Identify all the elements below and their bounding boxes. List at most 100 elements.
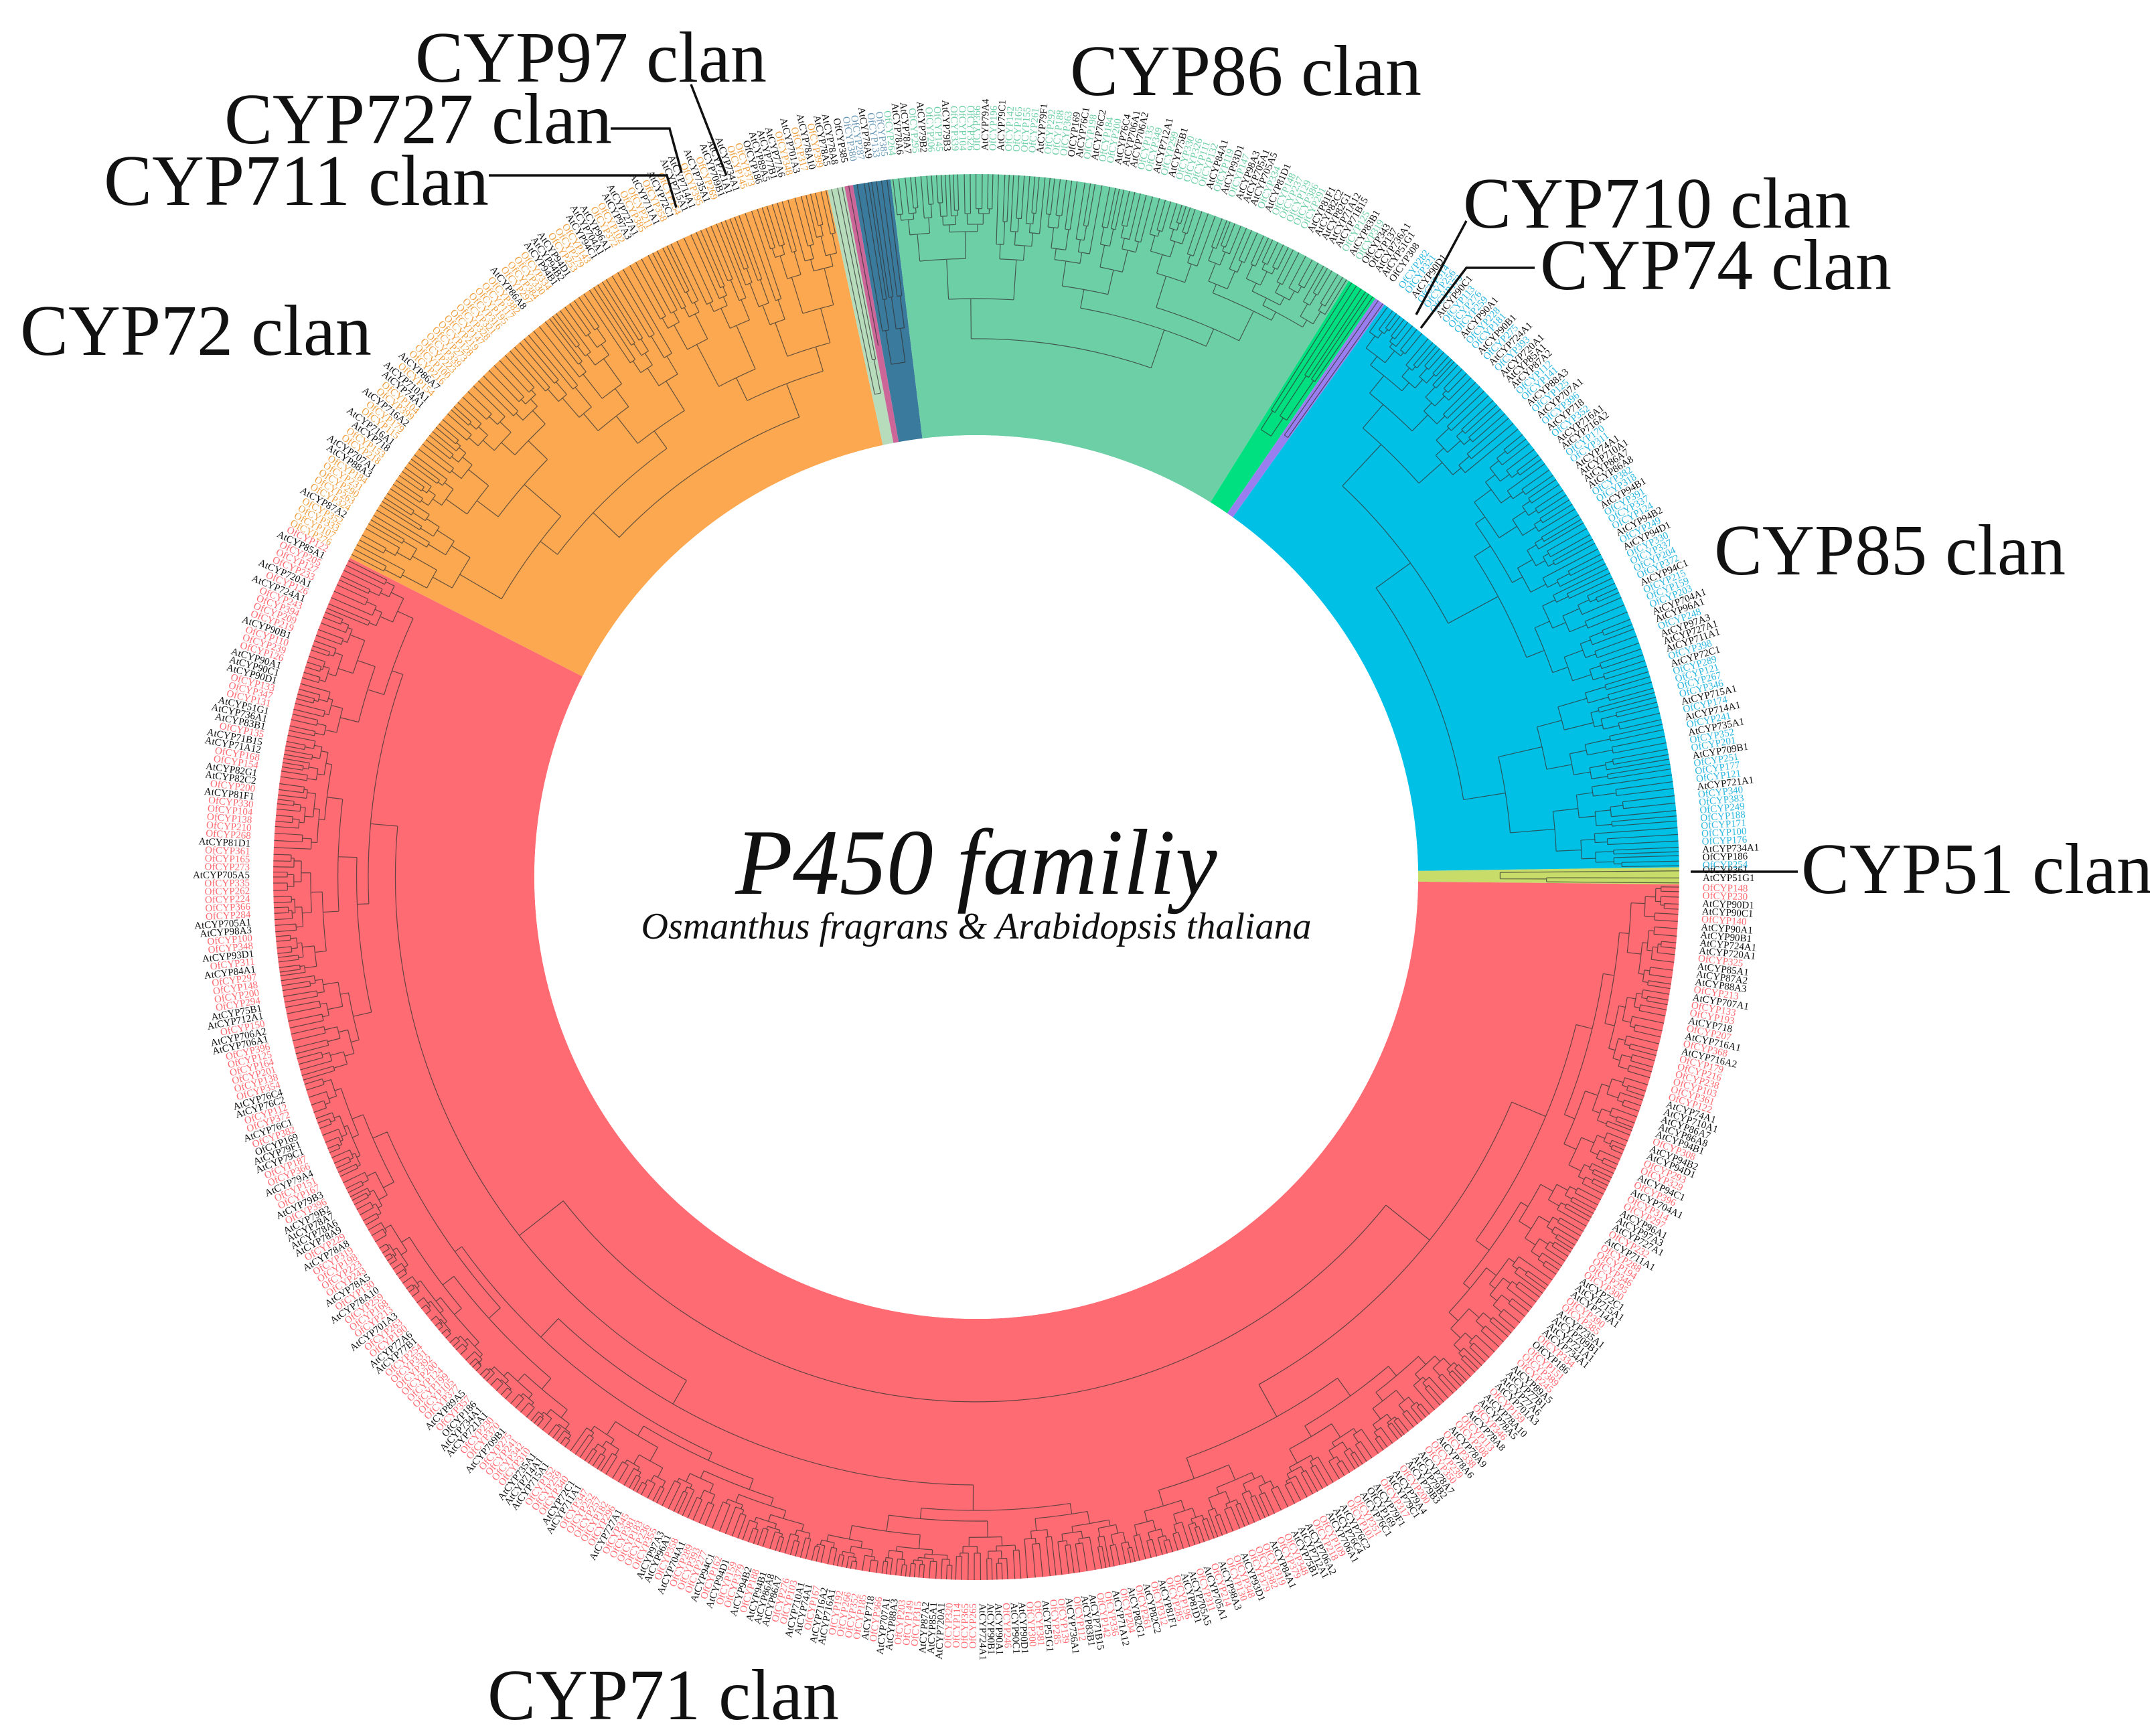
leaf-label: OfCYP261 [1027,107,1041,153]
clan-label-cyp711: CYP711 clan [104,141,489,221]
leaf-label: OfCYP300 [1024,1601,1038,1647]
leader-cyp97 [690,84,728,176]
leaf-label: OfCYP320 [943,1603,955,1648]
leaf-label: OfCYP138 [206,811,252,825]
leaf-label: OfCYP361 [205,845,250,857]
leaf-label: AtCYP90A1 [992,1603,1004,1655]
leaf-label: AtCYP85A1 [926,1602,939,1654]
leaf-label: OfCYP188 [1051,110,1066,156]
leaf-label: OfCYP210 [206,820,252,834]
leaf-label: OfCYP246 [1000,1603,1013,1649]
clan-sector-cyp72-clan [350,189,883,677]
leaf-label: OfCYP264 [881,110,897,156]
leaf-label: OfCYP100 [207,933,253,948]
leaf-label: OfCYP262 [205,886,250,897]
outer-rings [254,155,1698,1599]
leaf-label: AtCYP705A1 [194,917,252,931]
branch-lines [273,173,1680,1581]
leaf-label: OfCYP140 [1701,915,1747,928]
leaf-label: OfCYP361 [1703,865,1748,876]
clan-sector-cyp711-clan [828,186,894,445]
center-disc-fill [534,435,1418,1319]
leaf-label: AtCYP51G1 [1040,1599,1055,1652]
leader-cyp74 [1419,266,1535,329]
leaf-label: OfCYP165 [205,854,250,866]
leaf-label: OfCYP155 [1019,107,1032,153]
leaf-label: OfCYP188 [1700,809,1746,823]
leaf-label: OfCYP104 [956,106,968,151]
leaf-label: OfCYP203 [893,1599,909,1646]
leaf-label: AtCYP724A1 [977,1603,988,1660]
leaf-label: OfCYP273 [204,862,250,873]
clan-sector-cyp74-clan [1227,298,1385,518]
leaf-label: OfCYP285 [1047,1599,1063,1645]
leaf-label: AtCYP98A3 [200,925,252,940]
leaf-label: OfCYP165 [1012,106,1025,152]
figure-title: P450 familiy [735,811,1217,915]
clan-leader-lines [489,84,1798,873]
leaf-label: AtCYP51G1 [1703,873,1755,884]
leaf-label: OfCYP311 [210,957,255,973]
leaf-label: OfCYP104 [207,803,253,818]
leader-cyp711 [489,174,678,208]
leaf-label: OfCYP381 [1032,1601,1047,1647]
leaf-label: OfCYP315 [909,1601,923,1647]
leaf-label: OfCYP330 [208,795,254,811]
leaf-label: AtCYP79F1 [1035,103,1051,154]
leaf-label: AtCYP79B2 [914,101,929,153]
leaf-label: AtCYP90B1 [1700,930,1752,945]
leaf-label: OfCYP171 [1701,818,1746,832]
leaf-label: AtCYP79A4 [980,98,992,151]
leaf-label: AtCYP78A7 [897,102,913,155]
leaf-label: OfCYP292 [1043,108,1058,155]
leader-cyp727 [611,127,683,173]
leaf-label: OfCYP139 [1055,1598,1071,1644]
leaf-label: AtCYP87A2 [917,1601,931,1654]
tree-branches [273,173,1680,1581]
leaf-label: AtCYP724A1 [1699,938,1757,954]
leaf-label: OfCYP176 [1701,835,1748,848]
leaf-label: OfCYP254 [1703,860,1748,871]
leaf-label: OfCYP265 [968,1603,979,1649]
leaf-label: OfCYP145 [931,106,944,152]
leaf-label: OfCYP196 [988,105,1000,151]
leaf-label: OfCYP383 [1699,793,1745,808]
leaf-label: OfCYP326 [965,105,976,151]
leaf-label: AtCYP79B3 [939,100,952,151]
leaf-label: OfCYP100 [1701,826,1747,840]
leaf-label: OfCYP366 [972,105,983,151]
clan-label-cyp74: CYP74 clan [1540,226,1892,305]
clan-label-cyp71: CYP71 clan [487,1656,839,1735]
clan-label-cyp72: CYP72 clan [20,291,372,371]
clan-label-cyp727: CYP727 clan [224,80,612,159]
leaf-label: AtCYP79C1 [996,100,1008,151]
leaf-label: OfCYP348 [208,941,254,955]
leaf-label: AtCYP90D1 [1016,1601,1030,1654]
outer-ring-2 [254,155,1698,1599]
leaf-label: AtCYP734A1 [1702,842,1760,855]
clan-label-cyp86: CYP86 clan [1070,31,1422,111]
leaf-label: OfCYP295 [907,108,921,154]
leaf-label: OfCYP249 [1699,801,1746,816]
leaf-label: OfCYP340 [1697,785,1744,800]
clan-label-cyp97: CYP97 clan [415,18,767,98]
leaf-label: AtCYP90D1 [1702,898,1754,911]
outer-ring-1 [264,165,1688,1589]
leaf-label: OfCYP325 [1697,953,1744,969]
leaf-label: OfCYP284 [206,909,252,923]
leaf-label: AtCYP81D1 [198,836,250,849]
clan-label-cyp51: CYP51 clan [1801,830,2150,909]
figure-subtitle: Osmanthus fragrans & Arabidopsis thalian… [641,906,1312,947]
leaf-label: OfCYP366 [205,902,251,915]
leaf-label: AtCYP90B1 [984,1603,996,1655]
center-disc [534,435,1418,1319]
leaf-label: OfCYP335 [204,878,250,889]
clan-label-cyp85: CYP85 clan [1714,511,2066,590]
clan-sector-cyp71-clan [273,558,1679,1581]
leaf-label: OfCYP365 [959,1603,971,1649]
clan-sector-cyp97-clan [852,179,923,443]
leaf-label: OfCYP142 [1004,106,1016,151]
leaf-label: OfCYP114 [951,1603,964,1648]
leaf-label: OfCYP268 [206,828,251,842]
